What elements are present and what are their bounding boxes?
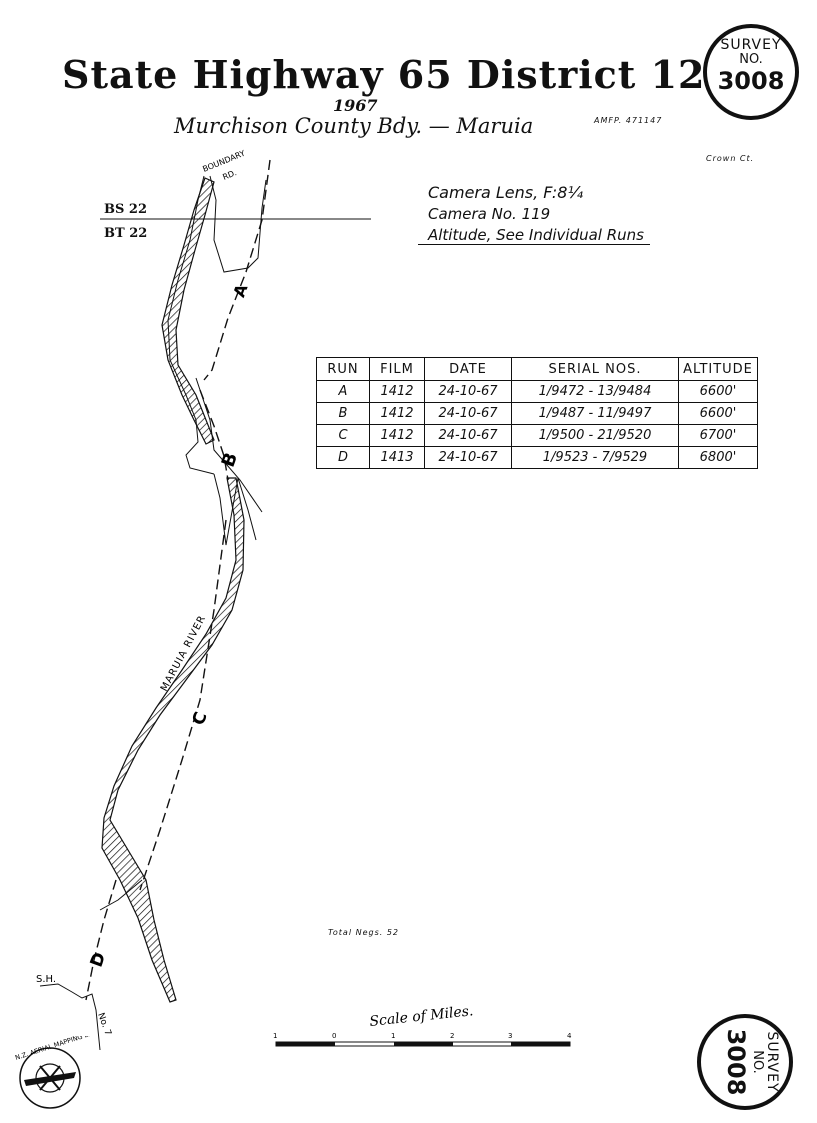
- cell-film: 1412: [369, 402, 425, 425]
- runs-table: RUN FILM DATE SERIAL NOS. ALTITUDE A 141…: [316, 357, 758, 469]
- run-label-b: B: [218, 450, 242, 470]
- table-row: D 1413 24-10-67 1/9523 - 7/9529 6800': [316, 446, 758, 469]
- state-highway-label: S.H.: [36, 974, 56, 985]
- stamp-no-label: NO.: [739, 52, 763, 67]
- col-serial: SERIAL NOS.: [511, 357, 679, 381]
- scale-bar-fill: [276, 1042, 335, 1046]
- total-negatives: Total Negs. 52: [328, 928, 400, 937]
- run-label-d: D: [87, 950, 111, 970]
- cell-altitude: 6700': [678, 424, 758, 447]
- scale-tick: 2: [450, 1032, 454, 1040]
- camera-number: Camera No. 119: [428, 205, 551, 223]
- boundary-rd-label: RD.: [221, 168, 238, 182]
- flight-line-a: [203, 159, 271, 381]
- reference-code: AMFP. 471147: [594, 116, 663, 125]
- road-line: [209, 175, 267, 273]
- stamp-number: 3008: [717, 67, 785, 95]
- map-subtitle: Murchison County Bdy. — Maruia: [174, 114, 534, 138]
- maruia-river: [161, 177, 215, 445]
- stamp-survey-label: SURVEY: [720, 37, 782, 53]
- cell-film: 1413: [369, 446, 425, 469]
- col-film: FILM: [369, 357, 425, 381]
- cell-altitude: 6800': [678, 446, 758, 469]
- camera-underline: [418, 244, 650, 245]
- maruia-river: [101, 477, 245, 1003]
- map-year: 1967: [333, 96, 378, 115]
- map-title: State Highway 65 District 12: [62, 52, 706, 97]
- road-line: [213, 473, 257, 546]
- sheet-label-lower: BT 22: [104, 226, 148, 241]
- flight-line-c: [139, 519, 227, 891]
- runs-table-header: RUN FILM DATE SERIAL NOS. ALTITUDE: [316, 357, 758, 381]
- sheet-label-upper: BS 22: [104, 202, 147, 217]
- run-label-c: C: [189, 709, 212, 728]
- scale-tick: 4: [567, 1032, 572, 1040]
- scale-title: Scale of Miles.: [369, 1003, 474, 1030]
- survey-stamp-top: SURVEY NO. 3008: [703, 24, 799, 120]
- cell-serial: 1/9487 - 11/9497: [511, 402, 679, 425]
- road-line: [167, 175, 215, 475]
- scale-tick: 3: [508, 1032, 512, 1040]
- road-line: [39, 983, 101, 1051]
- cell-date: 24-10-67: [424, 380, 512, 403]
- logo-text: N.Z. AERIAL MAPPING LTD.: [14, 1036, 90, 1062]
- camera-altitude: Altitude, See Individual Runs: [428, 226, 644, 244]
- road-line: [195, 377, 263, 513]
- scale-bar-fill: [394, 1042, 453, 1046]
- boundary-rd-label: BOUNDARY: [201, 149, 246, 174]
- col-run: RUN: [316, 357, 370, 381]
- flight-line-b: [199, 389, 229, 481]
- cell-date: 24-10-67: [424, 402, 512, 425]
- camera-lens: Camera Lens, F:8¼: [428, 183, 583, 202]
- scale-tick: 1: [273, 1032, 277, 1040]
- scale-bar-fill: [511, 1042, 570, 1046]
- run-label-a: A: [229, 281, 251, 300]
- nz-aerial-mapping-logo: N.Z. AERIAL MAPPING LTD.: [14, 1036, 90, 1109]
- flight-line-d: [85, 879, 117, 1001]
- road-line: [99, 879, 143, 911]
- scale-tick: 0: [332, 1032, 336, 1040]
- col-date: DATE: [424, 357, 512, 381]
- crown-copyright-note: Crown Ct.: [706, 154, 755, 163]
- table-row: C 1412 24-10-67 1/9500 - 21/9520 6700': [316, 424, 758, 447]
- scale-tick: 1: [391, 1032, 395, 1040]
